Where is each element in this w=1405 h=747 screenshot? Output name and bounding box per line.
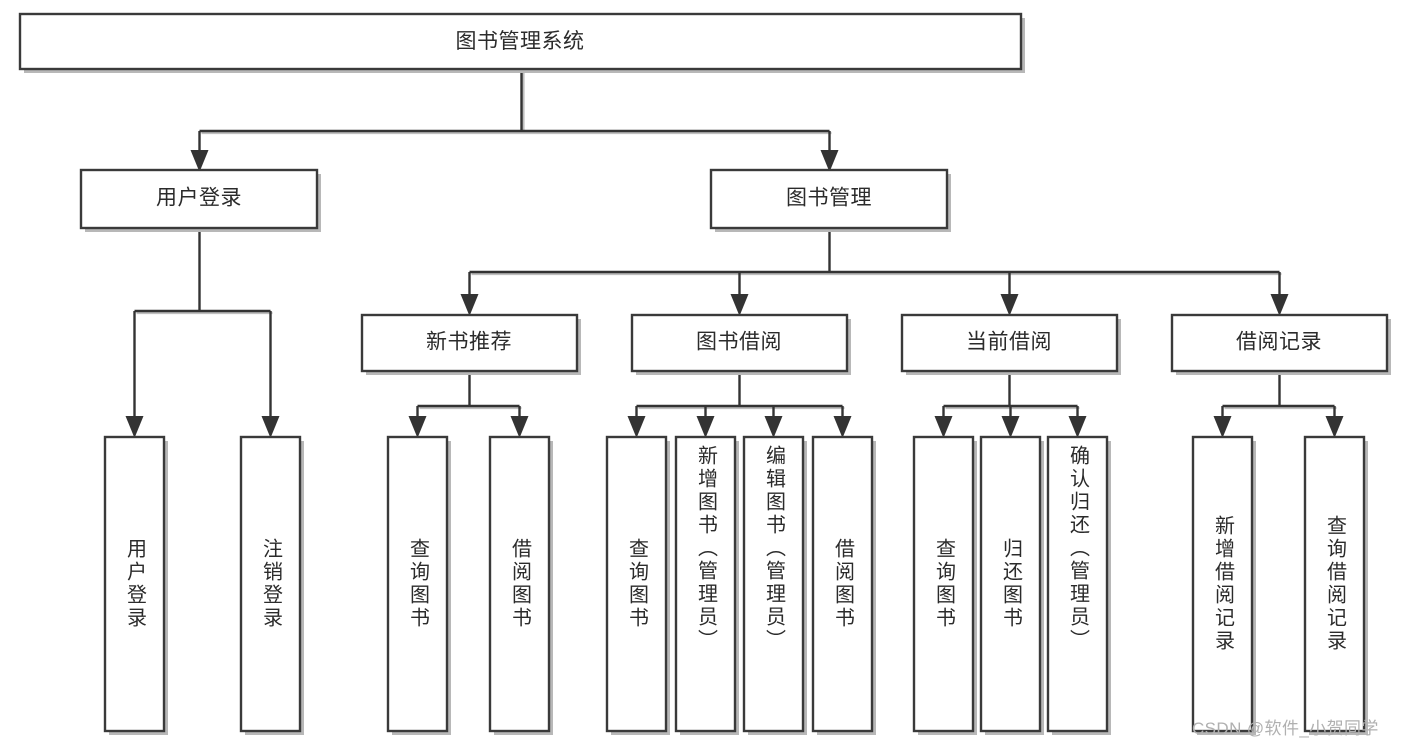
node-box bbox=[912, 435, 975, 733]
node-leaf-edit-book-admin[interactable] bbox=[742, 435, 807, 735]
node-box bbox=[360, 313, 579, 373]
arrow-head-icon bbox=[764, 416, 783, 438]
node-leaf-query-borrow-record[interactable] bbox=[1303, 435, 1368, 735]
node-root[interactable]: 图书管理系统 bbox=[18, 12, 1025, 73]
node-box bbox=[79, 168, 319, 230]
arrow-head-icon bbox=[1325, 416, 1344, 438]
node-box bbox=[742, 435, 805, 733]
node-leaf-confirm-return-admin[interactable] bbox=[1046, 435, 1111, 735]
node-box bbox=[605, 435, 668, 733]
node-label: 借阅记录 bbox=[1236, 331, 1322, 354]
node-leaf-logout[interactable] bbox=[239, 435, 304, 735]
node-box bbox=[709, 168, 949, 230]
node-box bbox=[386, 435, 449, 733]
arrow-head-icon bbox=[1000, 294, 1019, 316]
node-current-borrow[interactable]: 当前借阅 bbox=[900, 313, 1121, 375]
connector-layer bbox=[125, 70, 1344, 438]
node-user-login[interactable]: 用户登录 bbox=[79, 168, 321, 232]
node-leaf-return-book[interactable] bbox=[979, 435, 1044, 735]
node-box bbox=[979, 435, 1042, 733]
node-leaf-borrow-book-rec[interactable] bbox=[488, 435, 553, 735]
node-leaf-query-book-rec[interactable] bbox=[386, 435, 451, 735]
node-box bbox=[103, 435, 166, 733]
arrow-head-icon bbox=[730, 294, 749, 316]
node-box bbox=[811, 435, 874, 733]
arrow-head-icon bbox=[833, 416, 852, 438]
node-leaf-user-login[interactable] bbox=[103, 435, 168, 735]
node-box bbox=[18, 12, 1023, 71]
node-label: 图书管理系统 bbox=[456, 30, 585, 53]
node-box bbox=[1303, 435, 1366, 733]
node-label: 新书推荐 bbox=[426, 331, 512, 354]
node-label: 图书借阅 bbox=[696, 331, 782, 354]
node-leaf-borrow-book-bb[interactable] bbox=[811, 435, 876, 735]
arrow-head-icon bbox=[627, 416, 646, 438]
node-leaf-query-book-bb[interactable] bbox=[605, 435, 670, 735]
arrow-head-icon bbox=[190, 150, 209, 172]
node-box bbox=[630, 313, 849, 373]
node-leaf-query-book-cb[interactable] bbox=[912, 435, 977, 735]
arrow-head-icon bbox=[820, 150, 839, 172]
arrow-head-icon bbox=[125, 416, 144, 438]
arrow-head-icon bbox=[408, 416, 427, 438]
node-label: 当前借阅 bbox=[966, 331, 1052, 354]
arrow-head-icon bbox=[1001, 416, 1020, 438]
node-label: 用户登录 bbox=[156, 187, 242, 210]
node-new-book-rec[interactable]: 新书推荐 bbox=[360, 313, 581, 375]
arrow-head-icon bbox=[1270, 294, 1289, 316]
node-label: 图书管理 bbox=[786, 187, 872, 210]
node-box bbox=[1170, 313, 1389, 373]
node-leaf-add-book-admin[interactable] bbox=[674, 435, 739, 735]
node-box bbox=[488, 435, 551, 733]
arrow-head-icon bbox=[1068, 416, 1087, 438]
node-box bbox=[1046, 435, 1109, 733]
arrow-head-icon bbox=[261, 416, 280, 438]
node-borrow-record[interactable]: 借阅记录 bbox=[1170, 313, 1391, 375]
node-box bbox=[900, 313, 1119, 373]
arrow-head-icon bbox=[460, 294, 479, 316]
node-box bbox=[1191, 435, 1254, 733]
node-leaf-add-borrow-record[interactable] bbox=[1191, 435, 1256, 735]
node-box bbox=[674, 435, 737, 733]
node-book-manage[interactable]: 图书管理 bbox=[709, 168, 951, 232]
arrow-head-icon bbox=[934, 416, 953, 438]
arrow-head-icon bbox=[510, 416, 529, 438]
node-book-borrow[interactable]: 图书借阅 bbox=[630, 313, 851, 375]
arrow-head-icon bbox=[1213, 416, 1232, 438]
node-box bbox=[239, 435, 302, 733]
arrow-head-icon bbox=[696, 416, 715, 438]
